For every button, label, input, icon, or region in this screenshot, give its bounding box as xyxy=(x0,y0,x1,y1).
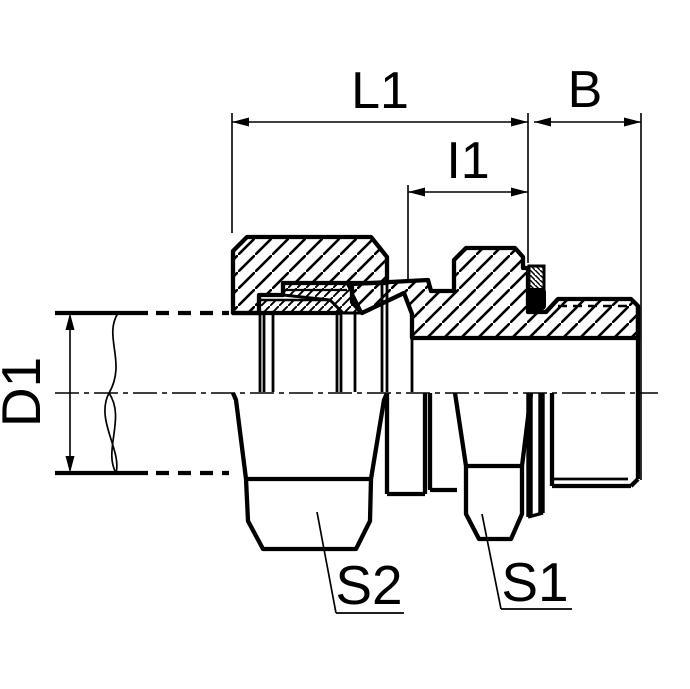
arrow-down-icon xyxy=(65,456,75,473)
arrow-right-icon xyxy=(511,187,528,197)
seal-collar-external xyxy=(526,393,545,519)
o-ring xyxy=(528,291,545,309)
arrow-right-icon xyxy=(511,117,528,127)
dim-label-b: B xyxy=(568,61,603,119)
label-s1: S1 xyxy=(481,513,572,613)
dimension-b: B xyxy=(534,61,642,480)
thread-external xyxy=(549,306,641,489)
dimension-i1: I1 xyxy=(407,113,529,279)
seal-assembly xyxy=(527,264,546,310)
tube-break-lens xyxy=(108,392,117,474)
body-hex-external xyxy=(452,392,534,542)
arrow-right-icon xyxy=(624,117,641,127)
ferrule-section xyxy=(281,281,364,315)
dim-label-i1: I1 xyxy=(446,132,489,190)
arrow-left-icon xyxy=(408,187,425,197)
body-neck-external xyxy=(384,393,457,497)
arrow-up-icon xyxy=(65,313,75,330)
arrow-left-icon xyxy=(534,117,551,127)
dimension-l1: L1 xyxy=(231,62,528,233)
dim-label-d1: D1 xyxy=(0,357,52,427)
nut-external xyxy=(231,392,389,552)
dim-label-l1: L1 xyxy=(351,62,409,120)
hex-label-s2: S2 xyxy=(335,554,402,616)
internal-edges xyxy=(258,284,414,392)
body-section xyxy=(349,245,641,341)
arrow-left-icon xyxy=(232,117,249,127)
label-s2: S2 xyxy=(316,511,404,616)
dimension-d1: D1 xyxy=(0,313,75,473)
seal-retainer xyxy=(527,264,546,292)
hex-label-s1: S1 xyxy=(501,551,568,613)
